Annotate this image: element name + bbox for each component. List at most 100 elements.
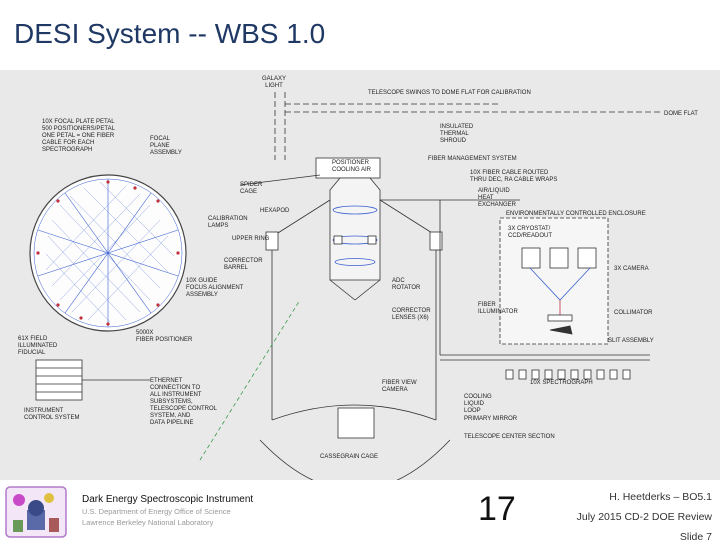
label-line: COLLIMATOR	[614, 310, 653, 316]
label-collimator: COLLIMATOR	[614, 310, 653, 316]
slide-title: DESI System -- WBS 1.0	[14, 18, 326, 49]
spectrograph-enclosure	[499, 217, 609, 345]
label-slit: SLIT ASSEMBLY	[608, 338, 654, 344]
control-system-box	[35, 359, 150, 401]
spectrograph-row	[505, 369, 631, 380]
label-line: DOME FLAT	[664, 111, 698, 117]
label-line: PRIMARY MIRROR	[464, 416, 518, 422]
fiber-route	[199, 174, 650, 461]
label-line: SHROUD	[440, 138, 467, 144]
label-line: LOOP	[464, 408, 481, 414]
label-line: ASSEMBLY	[150, 150, 182, 156]
label-line: LIQUID	[464, 401, 485, 407]
label-line: CONTROL SYSTEM	[24, 415, 79, 421]
label-line: CCD/READOUT	[508, 233, 552, 239]
label-line: 10X FOCAL PLATE PETAL	[42, 119, 115, 125]
diagram-shapes	[29, 92, 660, 480]
title-bar: DESI System -- WBS 1.0	[0, 0, 720, 70]
label-line: FOCUS ALIGNMENT	[186, 285, 244, 291]
label-cassegrain: CASSEGRAIN CAGE	[320, 454, 378, 460]
label-line: LAMPS	[208, 223, 228, 229]
guide-markers	[36, 180, 180, 326]
label-line: CAGE	[240, 189, 257, 195]
label-line: 3X CAMERA	[614, 266, 649, 272]
label-line: CABLE FOR EACH	[42, 140, 94, 146]
focal-plate	[29, 174, 187, 332]
label-line: SPIDER	[240, 182, 263, 188]
label-fiber-mgmt: FIBER MANAGEMENT SYSTEM	[428, 156, 517, 162]
label-line: ETHERNET	[150, 378, 183, 384]
label-line: ROTATOR	[392, 285, 421, 291]
label-camera: 3X CAMERA	[614, 266, 649, 272]
label-line: SYSTEM, AND	[150, 413, 191, 419]
label-line: SPECTROGRAPH	[42, 147, 92, 153]
positioner-hatching	[45, 181, 175, 323]
label-line: CAMERA	[382, 387, 408, 393]
footer-credits: Dark Energy Spectroscopic Instrument U.S…	[82, 494, 253, 527]
label-line: EXCHANGER	[478, 202, 517, 208]
telescope-body	[259, 157, 451, 480]
label-line: CASSEGRAIN CAGE	[320, 454, 378, 460]
label-line: FIDUCIAL	[18, 350, 46, 356]
label-line: LENSES (X6)	[392, 315, 429, 321]
label-line: THRU DEC, RA CABLE WRAPS	[470, 177, 557, 183]
label-line: DATA PIPELINE	[150, 420, 193, 426]
label-line: SUBSYSTEMS,	[150, 399, 193, 405]
label-spectrograph: 10X SPECTROGRAPH	[530, 380, 593, 386]
label-line: THERMAL	[440, 131, 469, 137]
label-line: ILLUMINATED	[18, 343, 58, 349]
review-title: July 2015 CD-2 DOE Review	[576, 511, 712, 523]
label-upper-ring: UPPER RING	[232, 236, 270, 242]
slide-index: Slide 7	[679, 531, 712, 543]
label-line: TELESCOPE SWINGS TO DOME FLAT FOR CALIBR…	[368, 90, 531, 96]
label-cryostat: 3X CRYOSTAT/CCD/READOUT	[508, 226, 552, 239]
label-line: FIBER POSITIONER	[136, 337, 193, 343]
label-line: COOLING AIR	[332, 167, 372, 173]
label-line: 10X GUIDE	[186, 278, 217, 284]
label-line: ADC	[392, 278, 405, 284]
lbnl: Lawrence Berkeley National Laboratory	[82, 518, 214, 527]
label-line: TELESCOPE CONTROL	[150, 406, 218, 412]
label-hexapod: HEXAPOD	[260, 208, 290, 214]
footer	[0, 480, 720, 540]
slide-number: 17	[478, 490, 516, 528]
label-line: BARREL	[224, 265, 249, 271]
label-primary-mirror: PRIMARY MIRROR	[464, 416, 518, 422]
label-line: AIR/LIQUID	[478, 188, 510, 194]
label-line: HEXAPOD	[260, 208, 290, 214]
label-line: 500 POSITIONERS/PETAL	[42, 126, 116, 132]
label-line: 61X FIELD	[18, 336, 48, 342]
label-line: GALAXY	[262, 76, 286, 82]
label-center-section: TELESCOPE CENTER SECTION	[464, 434, 555, 440]
label-line: SLIT ASSEMBLY	[608, 338, 654, 344]
label-line: LIGHT	[265, 83, 283, 89]
label-line: ILLUMINATOR	[478, 309, 518, 315]
doe-office: U.S. Department of Energy Office of Scie…	[82, 507, 231, 516]
label-enclosure: ENVIRONMENTALLY CONTROLLED ENCLOSURE	[506, 211, 646, 217]
label-line: ASSEMBLY	[186, 292, 218, 298]
label-line: FOCAL	[150, 136, 171, 142]
label-line: INSULATED	[440, 124, 474, 130]
label-line: FIBER VIEW	[382, 380, 417, 386]
label-swings: TELESCOPE SWINGS TO DOME FLAT FOR CALIBR…	[368, 90, 531, 96]
label-line: INSTRUMENT	[24, 408, 64, 414]
label-line: CALIBRATION	[208, 216, 248, 222]
label-line: 10X SPECTROGRAPH	[530, 380, 593, 386]
